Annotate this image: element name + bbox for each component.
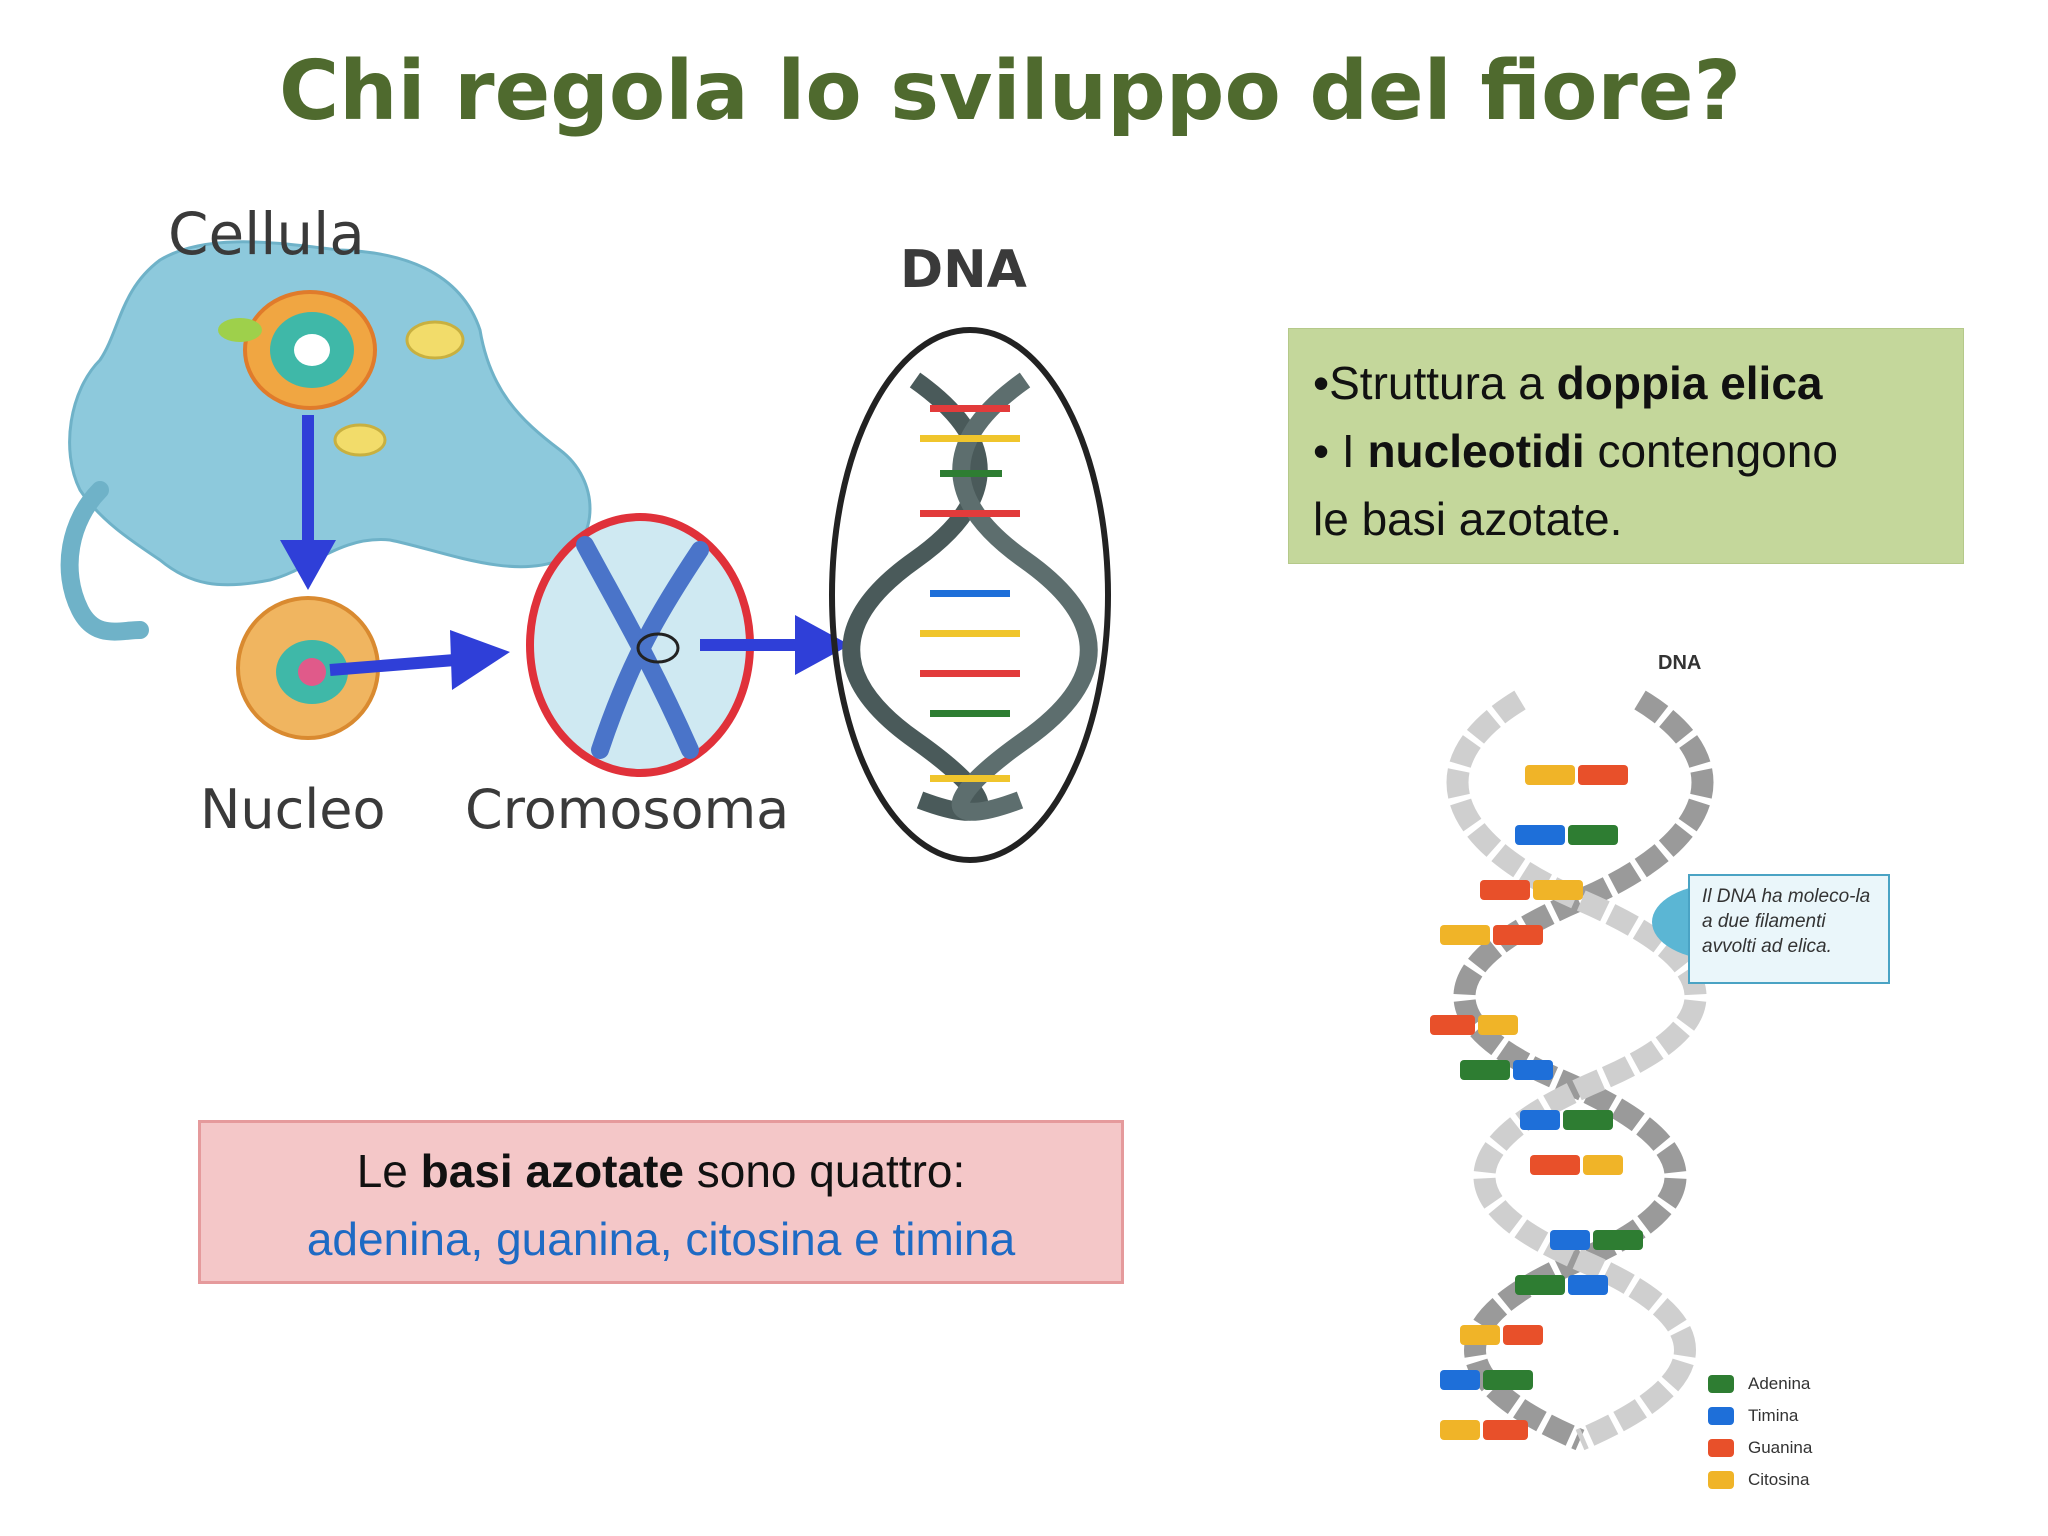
base-legend: Adenina Timina Guanina Citosina — [1708, 1368, 1848, 1496]
adenina-swatch — [1708, 1375, 1734, 1393]
helix-info-box: •Struttura a doppia elica • I nucleotidi… — [1288, 328, 1964, 564]
bases-list: adenina, guanina, citosina e timina — [306, 1213, 1016, 1265]
base-pairs — [1430, 765, 1643, 1440]
legend-timina: Timina — [1708, 1400, 1848, 1432]
diagram-illustration — [60, 240, 1111, 863]
dna-helix — [842, 372, 1098, 821]
cell-tail — [60, 481, 149, 641]
legend-adenina: Adenina — [1708, 1368, 1848, 1400]
helix-callout: Il DNA ha moleco-la a due filamenti avvo… — [1688, 874, 1890, 984]
bases-intro: Le basi azotate sono quattro: — [356, 1145, 966, 1197]
info-line-1: •Struttura a doppia elica — [1313, 357, 1823, 409]
dna-ellipse — [829, 327, 1111, 863]
bases-box: Le basi azotate sono quattro: adenina, g… — [198, 1120, 1124, 1284]
legend-citosina: Citosina — [1708, 1464, 1848, 1496]
citosina-swatch — [1708, 1471, 1734, 1489]
legend-guanina: Guanina — [1708, 1432, 1848, 1464]
info-line-2: • I nucleotidi contengono — [1313, 425, 1838, 477]
page-title: Chi regola lo sviluppo del fiore? — [278, 44, 1742, 139]
cell-label: Cellula — [168, 200, 365, 268]
chromosome-label: Cromosoma — [465, 778, 790, 841]
cell-to-dna-diagram: Cellula DNA Nucleo Cromosoma — [40, 190, 1120, 890]
nucleus-label: Nucleo — [200, 778, 386, 841]
dna-label: DNA — [900, 240, 1027, 300]
guanina-swatch — [1708, 1439, 1734, 1457]
cell-shape — [68, 240, 592, 587]
timina-swatch — [1708, 1407, 1734, 1425]
helix-figure-label: DNA — [1658, 652, 1702, 674]
info-line-3: le basi azotate. — [1313, 493, 1623, 545]
